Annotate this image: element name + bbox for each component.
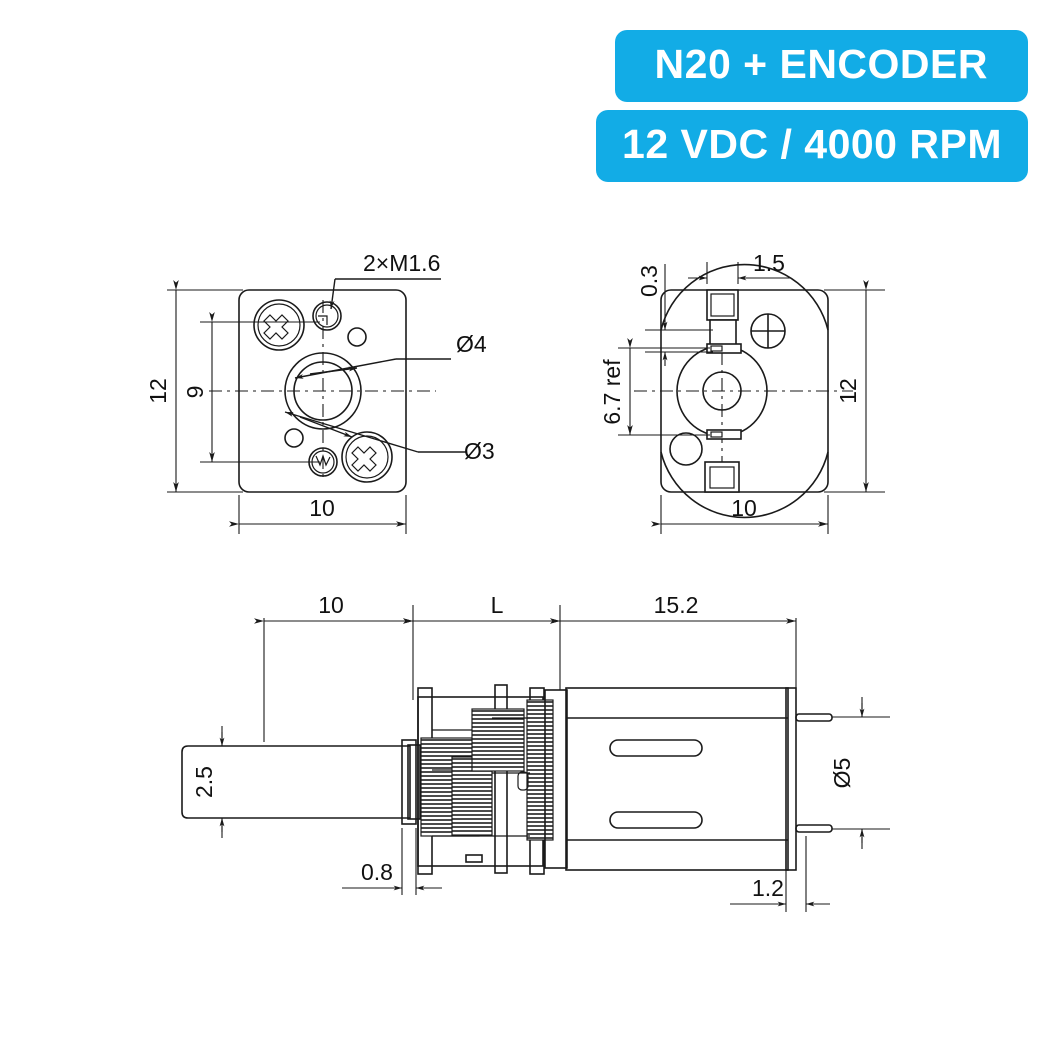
rear-dim-67ref-label: 6.7 ref [599, 359, 625, 425]
rear-dim-height-12: 12 [824, 280, 885, 493]
front-face-view: 12 9 10 2×M1.6 [145, 250, 495, 534]
front-screw-top-left [253, 299, 305, 351]
side-motor-front-cap [544, 689, 568, 869]
rear-screw-top-right [750, 313, 786, 349]
side-dim-terminal-d5: Ø5 [829, 697, 890, 849]
rear-dim-12-label: 12 [835, 378, 861, 404]
badge-rating: 12 VDC / 4000 RPM [596, 110, 1028, 182]
side-dim-flange-08: 0.8 [342, 828, 442, 895]
rear-dim-67ref: 6.7 ref [599, 338, 710, 436]
front-dim-10-label: 10 [309, 495, 335, 521]
front-callout-thread-label: 2×M1.6 [363, 250, 440, 276]
side-section-view: 10 L 15.2 2.5 0.8 [181, 592, 890, 912]
front-callout-d4-label: Ø4 [456, 331, 487, 357]
front-screw-bottom-right [341, 431, 393, 483]
side-motor-slot-lower [609, 811, 703, 829]
side-dim-08-label: 0.8 [361, 859, 393, 885]
side-dim-chain-top: 10 L 15.2 [254, 592, 797, 742]
front-callout-d4: Ø4 [294, 331, 487, 379]
front-thread-hole-top [312, 301, 342, 331]
rear-dim-10-label: 10 [731, 495, 757, 521]
side-gear-stack-c [472, 709, 524, 771]
front-small-hole-upper [347, 327, 367, 347]
front-dim-width-10: 10 [229, 495, 407, 534]
rear-shaft-circle [702, 371, 742, 411]
side-dim-d5-label: Ø5 [829, 758, 855, 789]
badge-group: N20 + ENCODER 12 VDC / 4000 RPM [596, 30, 1028, 182]
side-dim-25-label: 2.5 [191, 766, 217, 798]
side-output-shaft [181, 745, 411, 819]
side-motor-body [565, 687, 789, 871]
side-terminal-upper [795, 713, 833, 722]
side-gear-stack-d [527, 700, 553, 840]
side-dim-shaft-25: 2.5 [191, 726, 400, 838]
side-motor-end-cap [785, 687, 797, 871]
rear-can-top-arc [660, 263, 829, 331]
side-gearbox-bottom-lug [465, 854, 483, 863]
rear-dim-03: 0.3 [636, 264, 713, 366]
side-gear-d-key [517, 771, 529, 791]
front-callout-thread: 2×M1.6 [329, 250, 441, 310]
side-dim-terminal-12: 1.2 [730, 836, 830, 912]
rear-dim-width-10: 10 [651, 495, 829, 534]
side-dim-12-label: 1.2 [752, 875, 784, 901]
rear-tab-bottom [704, 429, 742, 493]
front-callout-d3: Ø3 [284, 411, 495, 464]
rear-dim-15-label: 1.5 [753, 250, 785, 276]
side-dim-10-label: 10 [318, 592, 344, 618]
badge-model: N20 + ENCODER [614, 30, 1028, 102]
rear-can-bottom-arc [660, 451, 829, 519]
side-flange-plate [401, 739, 417, 825]
rear-face-view: 0.3 1.5 6.7 ref [599, 250, 885, 534]
front-dim-9-label: 9 [182, 386, 208, 399]
front-dim-12-label: 12 [145, 378, 171, 404]
side-flange-inner [407, 744, 421, 820]
rear-dim-15: 1.5 [688, 250, 790, 284]
front-small-hole-lower [284, 428, 304, 448]
front-callout-d3-label: Ø3 [464, 438, 495, 464]
side-motor-slot-upper [609, 739, 703, 757]
front-bore-outer-circle [284, 352, 362, 430]
rear-dim-03-label: 0.3 [636, 265, 662, 297]
front-dim-height-9: 9 [182, 312, 320, 463]
front-dim-height-12: 12 [145, 280, 243, 493]
side-gear-c-outline [471, 708, 525, 772]
side-gearbox-mid-rib [494, 684, 508, 874]
rear-small-hole [669, 432, 703, 466]
rear-tab-top [706, 289, 742, 354]
side-dim-152-label: 15.2 [654, 592, 699, 618]
side-terminal-lower [795, 824, 833, 833]
front-bore-inner-circle [293, 361, 353, 421]
side-dim-L-label: L [491, 592, 504, 618]
side-gear-d-outline [526, 699, 554, 841]
